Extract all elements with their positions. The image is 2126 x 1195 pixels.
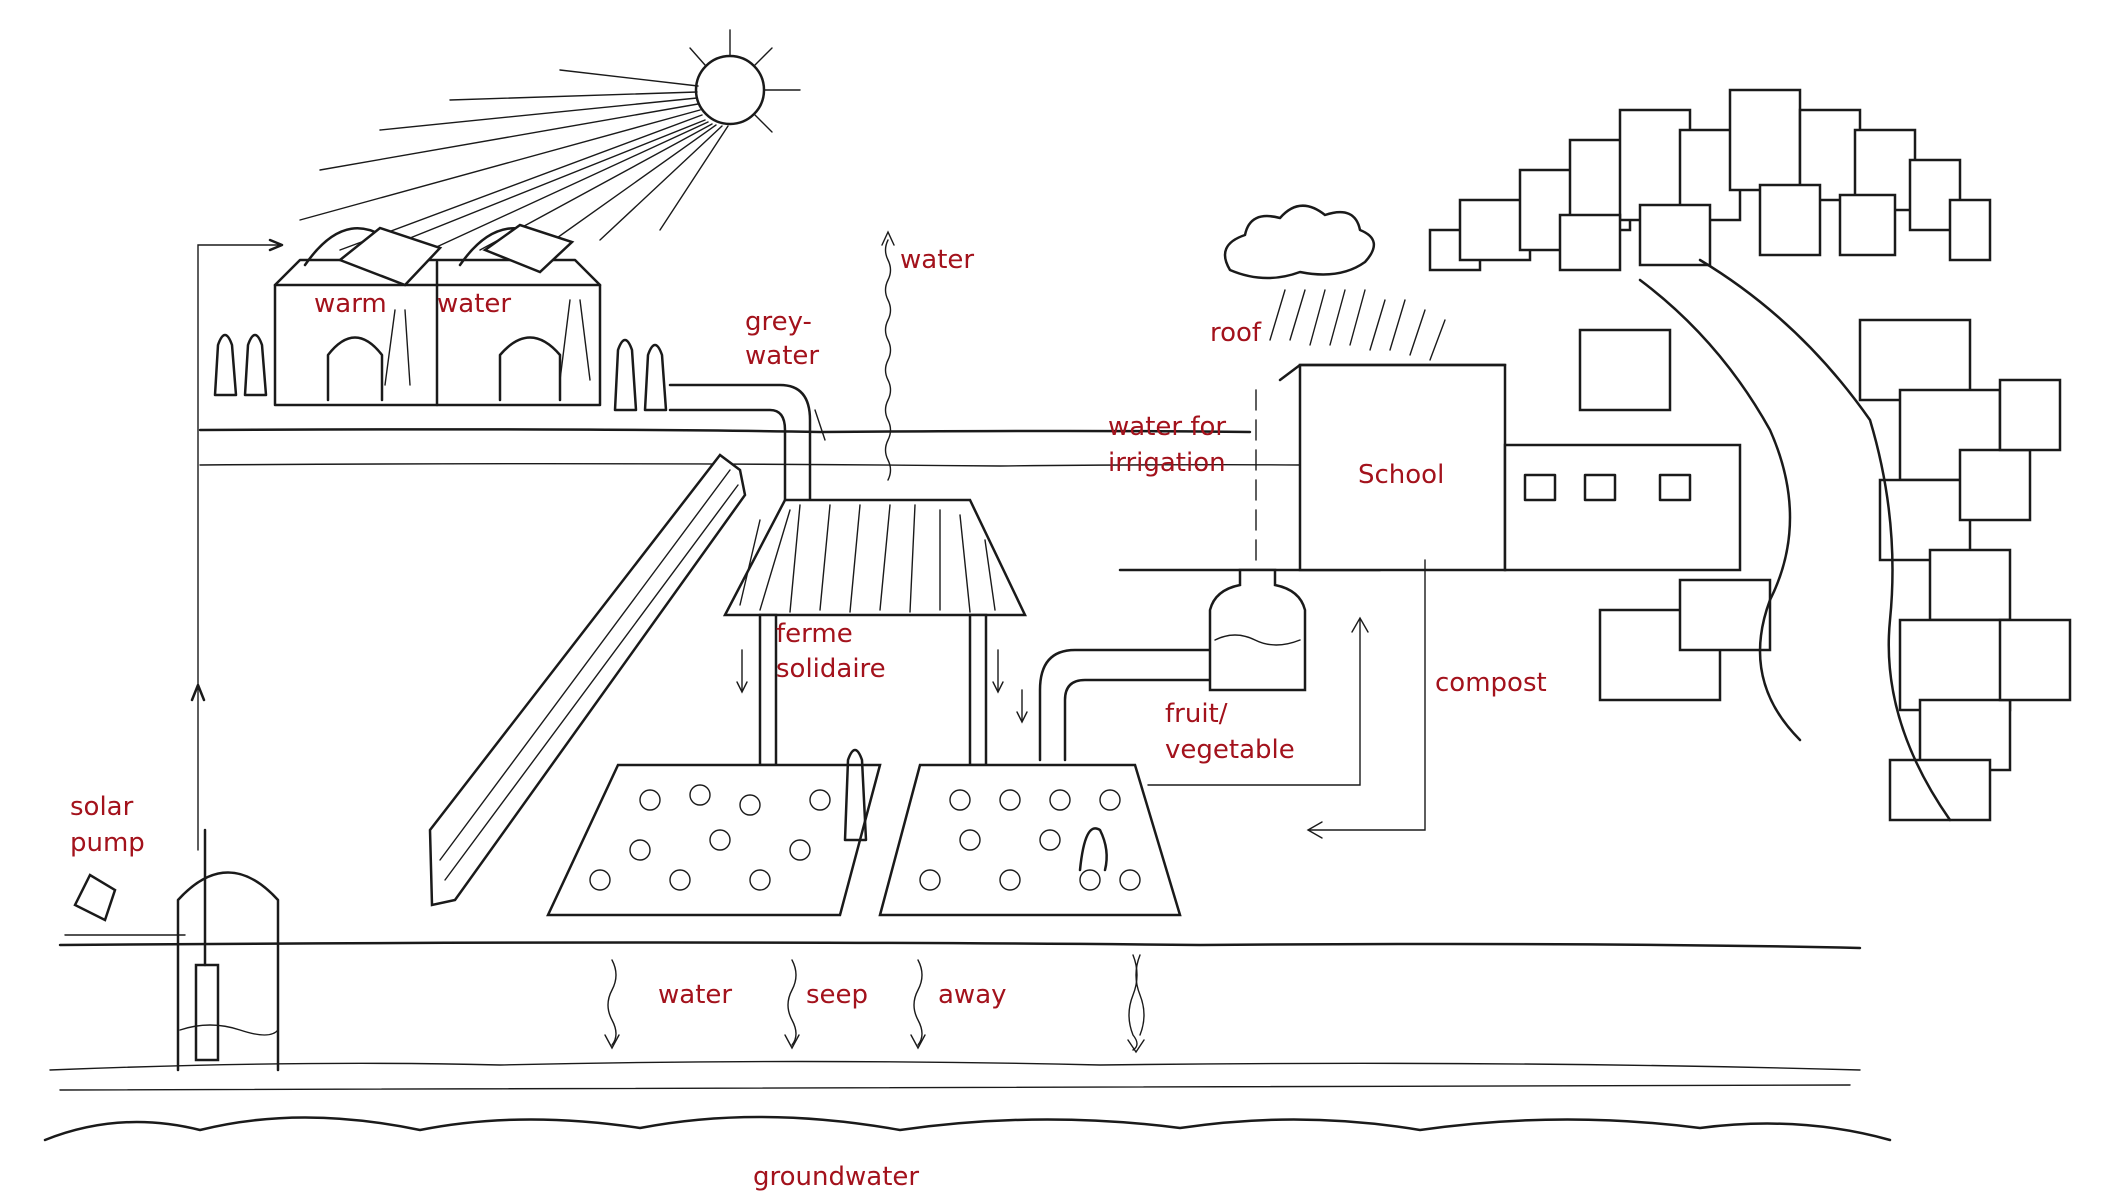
label-solar-1: solar <box>70 792 134 822</box>
ground-lines <box>43 428 1892 1142</box>
city <box>1428 88 2072 822</box>
cistern <box>1208 389 1307 692</box>
label-ferme-1: ferme <box>776 619 853 649</box>
label-fruit-2: vegetable <box>1165 735 1295 765</box>
ferme-shelter <box>722 498 1027 767</box>
evaporation <box>881 230 895 481</box>
houses <box>213 223 668 412</box>
label-seep: seep <box>806 980 869 1010</box>
label-irrigation-1: water for <box>1108 412 1227 442</box>
label-ferme-2: solidaire <box>776 654 886 684</box>
grey-water-pipe <box>668 383 826 502</box>
brick-wall <box>428 453 747 907</box>
solar-pump <box>64 828 280 1072</box>
solar-pump-loop <box>190 238 284 851</box>
label-groundwater: groundwater <box>753 1162 920 1192</box>
label-irrigation-2: irrigation <box>1108 448 1226 478</box>
label-fruit-1: fruit/ <box>1165 699 1228 729</box>
label-grey-water-1: grey- <box>745 307 812 337</box>
label-water-house: water <box>437 289 512 319</box>
compost-arrows <box>1147 559 1426 839</box>
garden-beds <box>546 748 1182 917</box>
label-compost: compost <box>1435 668 1547 698</box>
school-building <box>1278 363 1742 572</box>
sun <box>299 29 801 251</box>
label-roof: roof <box>1210 318 1262 348</box>
cloud <box>1223 204 1446 361</box>
label-grey-water-2: water <box>745 341 820 371</box>
label-away: away <box>938 980 1007 1010</box>
seep-arrows <box>604 954 1145 1054</box>
label-solar-2: pump <box>70 828 145 858</box>
label-warm: warm <box>314 289 387 319</box>
label-seep-water: water <box>658 980 733 1010</box>
irrigation-pipe <box>1016 648 1212 762</box>
label-school: School <box>1358 460 1445 490</box>
label-water-evaporation: water <box>900 245 975 275</box>
